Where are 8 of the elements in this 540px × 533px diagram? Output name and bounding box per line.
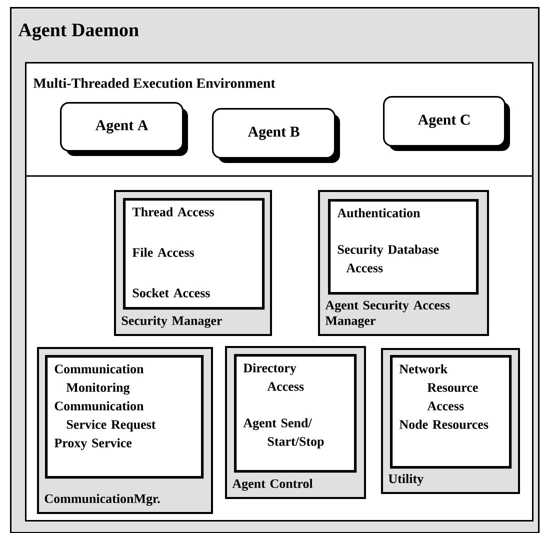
agent-box: Agent A (60, 102, 188, 156)
component-box: Directory Access Agent Send/ Start/Stop (234, 354, 357, 473)
agent-box: Agent C (383, 96, 510, 151)
component-box: Network Resource Access Node Resources (390, 355, 512, 469)
component-box: Authentication Security Database Access (328, 199, 479, 295)
component-box: Thread Access File Access Socket Access (123, 198, 265, 310)
component-box: Communication Monitoring Communication Service Request Proxy Service (45, 355, 204, 479)
agent-box: Agent B (212, 108, 340, 163)
